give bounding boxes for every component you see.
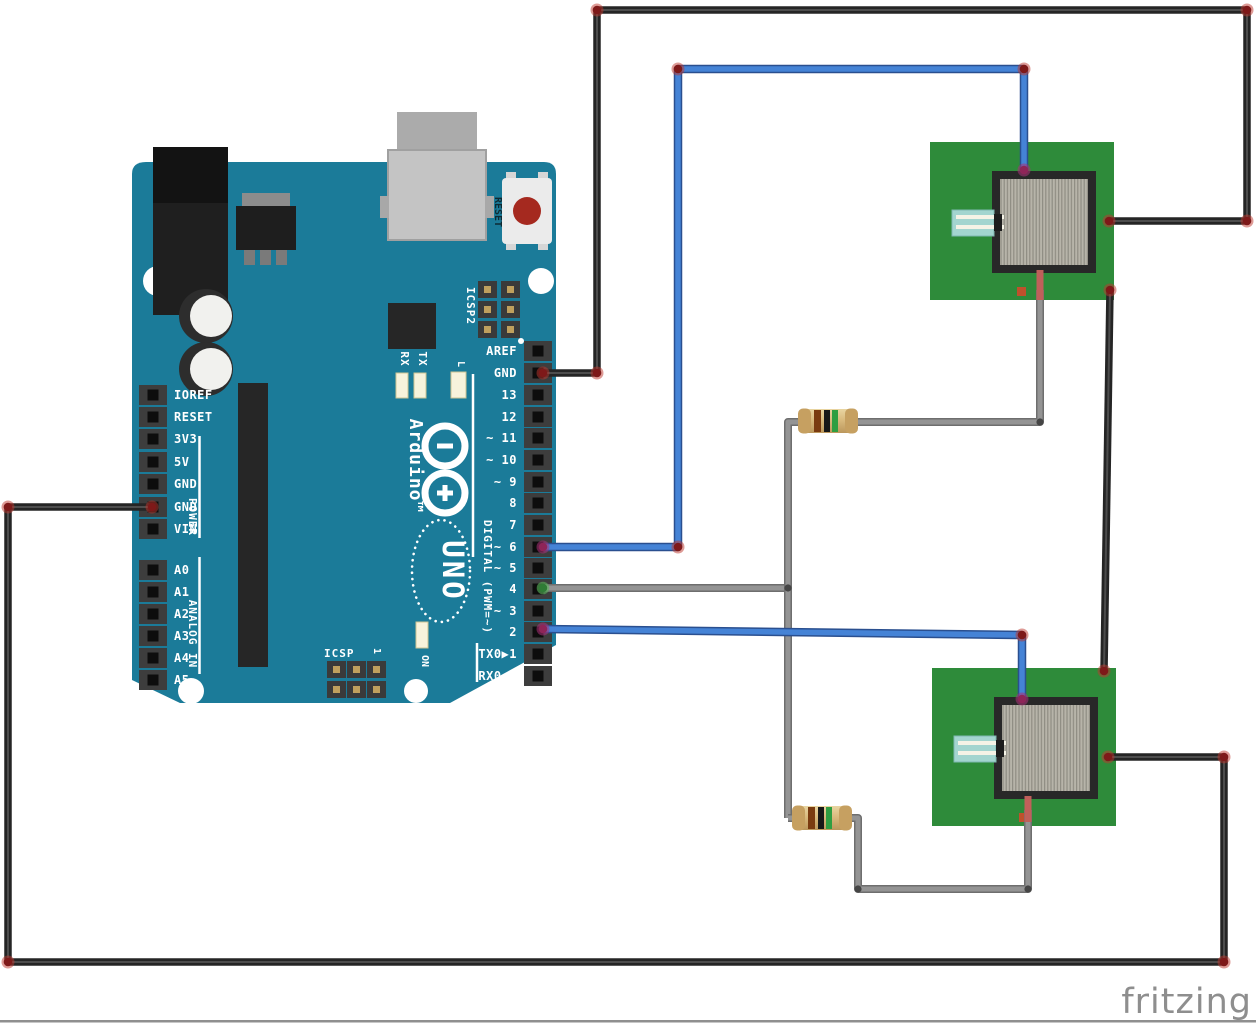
pin-label-reset: RESET	[174, 410, 213, 424]
pin-label-a5: A5	[174, 673, 189, 687]
fritzing-watermark: fritzing	[1121, 982, 1252, 1022]
tx-led	[413, 372, 427, 399]
wire-black-digital-gnd[interactable]	[543, 6, 1251, 377]
pin-label-7: 7	[509, 518, 517, 532]
reset-button-cap[interactable]	[513, 197, 541, 225]
pin-label-13: 13	[502, 388, 517, 402]
pin-label-12: 12	[502, 410, 517, 424]
digital-group-label: DIGITAL (PWM=~)	[481, 520, 494, 634]
bottom-border	[0, 1020, 1256, 1023]
mounting-hole	[528, 268, 554, 294]
wire-gray-sensor1-divider[interactable]	[784, 290, 1044, 818]
voltage-regulator	[236, 193, 296, 265]
icsp2-label: ICSP2	[464, 287, 477, 325]
power-header[interactable]	[139, 385, 167, 539]
pin-label-5: ~ 5	[494, 561, 517, 575]
on-led	[415, 621, 429, 649]
l-led	[450, 371, 467, 399]
pin-label-2: 2	[509, 625, 517, 639]
reset-label: RESET	[492, 197, 503, 227]
pin-label-gnd: GND	[494, 366, 517, 380]
pin-label-a1: A1	[174, 585, 189, 599]
pin-label-9: ~ 9	[494, 475, 517, 489]
main-ic-chip	[388, 303, 436, 349]
pin-label-4: 4	[509, 582, 517, 596]
pin-label-a3: A3	[174, 629, 189, 643]
pin-label-tx1: TX0▶1	[478, 647, 517, 661]
icsp-label: ICSP	[324, 647, 355, 660]
pin-label-8: 8	[509, 496, 517, 510]
pin-label-gnd2: GND	[174, 500, 197, 514]
on-label: ON	[419, 655, 430, 667]
icsp-pin1-label: 1	[371, 648, 382, 654]
reset-button[interactable]	[502, 172, 552, 250]
l-label: L	[455, 361, 466, 367]
pin-label-gnd1: GND	[174, 477, 197, 491]
rx-led	[395, 372, 409, 399]
usb-connector	[380, 112, 494, 241]
analog-group-label: ANALOG IN	[186, 600, 199, 669]
pin-label-rx0: RX0◀0	[478, 669, 517, 683]
pin-label-10: ~ 10	[486, 453, 517, 467]
model-text: UNO	[436, 540, 470, 601]
arduino-uno-board[interactable]: RESET ICSP2 ICSP 1 RX TX L ON	[132, 112, 556, 704]
mounting-hole	[404, 679, 428, 703]
capacitor	[179, 289, 233, 343]
pin-label-aref: AREF	[486, 344, 517, 358]
pin-label-3v3: 3V3	[174, 432, 197, 446]
resistor-1[interactable]	[798, 408, 858, 434]
pin-label-6: ~ 6	[494, 540, 517, 554]
wire-black-sensor-chain[interactable]	[1100, 289, 1114, 672]
pin-label-a4: A4	[174, 651, 189, 665]
header-socket-bar	[238, 383, 268, 667]
rx-label: RX	[398, 351, 411, 366]
brand-text: Arduino™	[405, 419, 426, 514]
pin-label-a2: A2	[174, 607, 189, 621]
digital-pin-labels: AREF GND 13 12 ~ 11 ~ 10 ~ 9 8 7 ~ 6 ~ 5…	[478, 344, 517, 683]
pin-label-ioref: IOREF	[174, 388, 213, 402]
wire-blue-pin6-sensor1[interactable]	[543, 64, 1029, 552]
wire-black-power-gnd[interactable]	[4, 503, 1228, 966]
power-pin-labels: IOREF RESET 3V3 5V GND GND VIN A0 A1 A2 …	[174, 388, 213, 687]
power-group-label: POWER	[186, 498, 199, 536]
arduino-logo	[421, 422, 469, 517]
mounting-hole	[178, 678, 204, 704]
pin-label-vin: VIN	[174, 522, 197, 536]
tx-label: TX	[416, 351, 429, 366]
pin-label-3: ~ 3	[494, 604, 517, 618]
pin-label-5v: 5V	[174, 455, 189, 469]
pin-label-a0: A0	[174, 563, 189, 577]
uno-oval	[410, 518, 472, 624]
pin-label-11: ~ 11	[486, 431, 517, 445]
resistor-2[interactable]	[792, 805, 852, 831]
